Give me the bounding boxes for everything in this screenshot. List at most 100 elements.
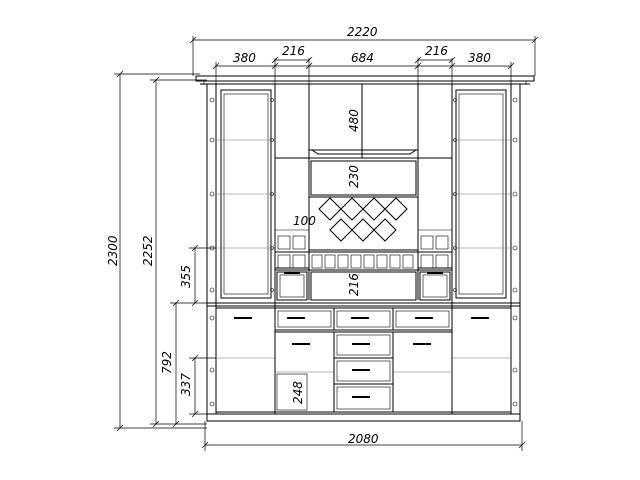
hinge-mark xyxy=(512,287,518,293)
base-section xyxy=(215,307,512,413)
wine-rack-diamond xyxy=(329,218,353,242)
hinge-mark xyxy=(270,288,274,292)
dim-top-cabinet: 480 xyxy=(347,109,361,132)
bottle-cubby xyxy=(389,254,401,269)
bottle-cubby xyxy=(435,254,449,269)
hinge-mark xyxy=(270,98,274,102)
bottle-cubby xyxy=(402,254,414,269)
dim-small-drawer: 248 xyxy=(291,381,305,404)
dim-base: 792 xyxy=(160,351,174,374)
dimension-tick xyxy=(305,62,313,70)
dimension-tick xyxy=(191,299,199,307)
wine-rack-diamond xyxy=(373,218,397,242)
hinge-mark xyxy=(512,137,518,143)
dimension-tick xyxy=(518,441,526,449)
dim-left-case: 380 xyxy=(233,51,256,65)
dimension-tick xyxy=(152,76,160,84)
bottle-cubby xyxy=(277,254,291,269)
bottle-cubby xyxy=(292,254,306,269)
dimension-tick xyxy=(271,62,279,70)
bottle-cubby xyxy=(376,254,388,269)
hinge-mark xyxy=(209,367,215,373)
hinge-mark xyxy=(453,98,457,102)
right-niche-box xyxy=(419,271,451,301)
bottle-cubby xyxy=(337,254,349,269)
wine-rack-diamond xyxy=(351,218,375,242)
dim-case-height: 2252 xyxy=(141,235,155,266)
left-niche-box xyxy=(276,271,308,301)
hinge-mark xyxy=(270,138,274,142)
hinge-mark xyxy=(270,246,274,250)
bottle-cubby xyxy=(311,254,323,269)
bottle-cubby xyxy=(363,254,375,269)
dimension-tick xyxy=(414,62,422,70)
hinge-mark xyxy=(270,192,274,196)
dimension-tick xyxy=(507,62,515,70)
dim-left-side: 216 xyxy=(282,44,305,58)
dim-right-case: 380 xyxy=(468,51,491,65)
dimension-tick xyxy=(448,56,456,64)
right-glass-case xyxy=(452,89,511,299)
dimension-tick xyxy=(531,36,539,44)
dim-right-side: 216 xyxy=(425,44,448,58)
hinge-mark xyxy=(453,288,457,292)
dim-middle-cabinet: 230 xyxy=(347,165,361,188)
dimension-tick xyxy=(191,410,199,418)
hinge-mark xyxy=(209,315,215,321)
hinge-mark xyxy=(512,245,518,251)
bottle-cubbies xyxy=(275,235,452,271)
dim-drawer-niche: 216 xyxy=(347,273,361,296)
dim-shelf: 100 xyxy=(293,214,316,228)
wine-rack xyxy=(308,196,419,251)
hinge-mark xyxy=(453,246,457,250)
dim-bottom-niche: 337 xyxy=(179,373,193,396)
dimension-lines xyxy=(114,36,539,451)
bottle-cubby xyxy=(435,235,449,250)
dim-side-niche: 355 xyxy=(179,265,193,288)
hinge-mark xyxy=(453,192,457,196)
dimension-tick xyxy=(172,420,180,428)
dimension-tick xyxy=(191,354,199,362)
hinge-mark xyxy=(512,191,518,197)
hinge-mark xyxy=(209,401,215,407)
dimension-tick xyxy=(116,70,124,78)
middle-cabinet xyxy=(309,160,418,198)
hinge-mark xyxy=(209,97,215,103)
dimension-tick xyxy=(201,441,209,449)
dimension-tick xyxy=(191,244,199,252)
bottle-cubby xyxy=(420,254,434,269)
dimension-tick xyxy=(414,56,422,64)
wine-rack-diamond xyxy=(340,197,364,221)
dim-total-width-bottom: 2080 xyxy=(348,432,379,446)
dimension-tick xyxy=(152,420,160,428)
hinge-mark xyxy=(209,287,215,293)
hinge-mark xyxy=(512,97,518,103)
wine-rack-diamond xyxy=(362,197,386,221)
hinge-mark xyxy=(453,138,457,142)
dim-total-width-top: 2220 xyxy=(347,25,378,39)
top-centre-cabinet xyxy=(309,149,418,159)
bottle-cubby xyxy=(324,254,336,269)
dimension-tick xyxy=(116,424,124,432)
dimension-tick xyxy=(212,62,220,70)
hinge-mark xyxy=(512,367,518,373)
wine-rack-diamond xyxy=(384,197,408,221)
dimension-tick xyxy=(305,56,313,64)
dimension-tick xyxy=(189,36,197,44)
bottle-cubby xyxy=(292,235,306,250)
bottle-cubby xyxy=(277,235,291,250)
bottle-cubby xyxy=(420,235,434,250)
drawer-niche xyxy=(310,271,417,301)
dimension-tick xyxy=(271,56,279,64)
dim-center: 684 xyxy=(351,51,374,65)
hinge-mark xyxy=(209,137,215,143)
wine-rack-diamond xyxy=(318,197,342,221)
hinge-mark xyxy=(512,315,518,321)
dim-total-height: 2300 xyxy=(106,235,120,266)
hinge-mark xyxy=(209,191,215,197)
dimension-tick xyxy=(172,299,180,307)
dimension-tick xyxy=(448,62,456,70)
hinge-mark xyxy=(512,401,518,407)
left-glass-case xyxy=(216,89,275,299)
